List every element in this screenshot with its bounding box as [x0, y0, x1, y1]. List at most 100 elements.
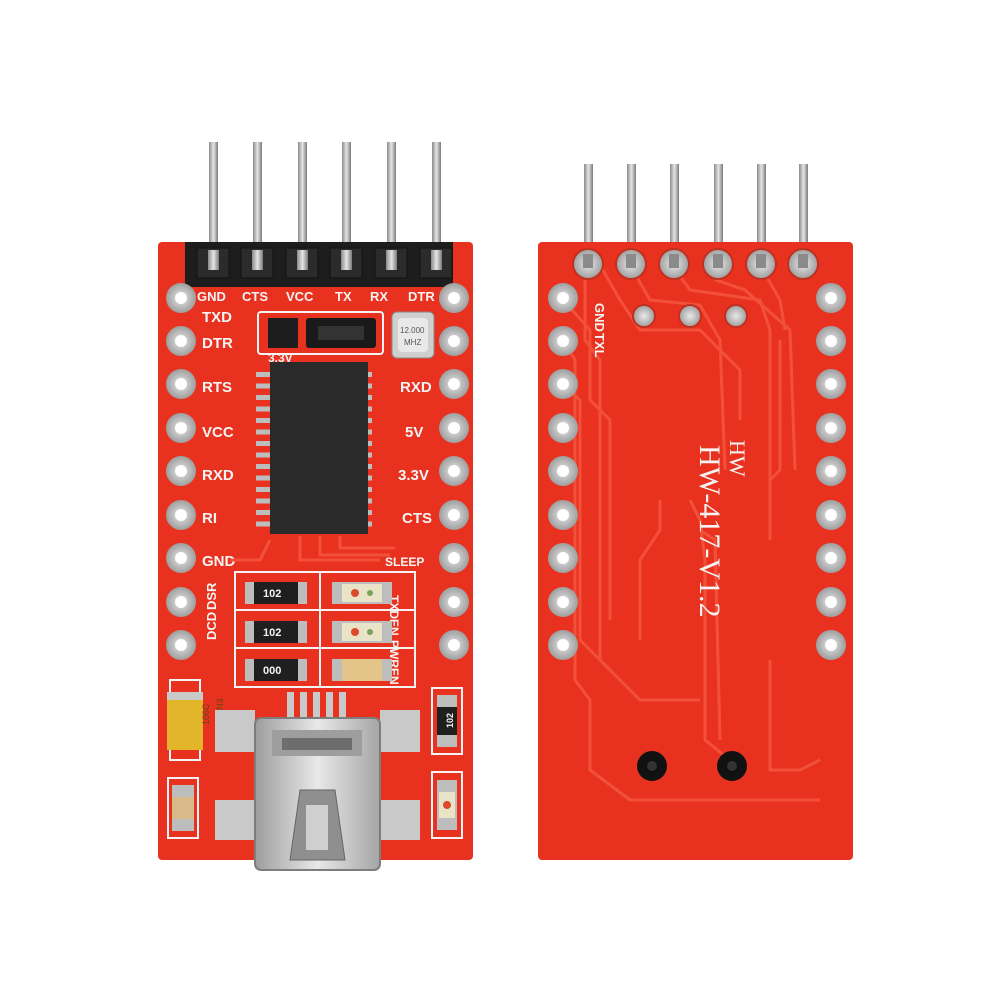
through-hole — [448, 552, 460, 564]
front-left-pads — [166, 283, 196, 660]
through-hole — [175, 639, 187, 651]
through-hole — [825, 292, 837, 304]
through-hole — [448, 509, 460, 521]
left-pin-label: RI — [202, 510, 217, 527]
through-hole — [175, 422, 187, 434]
back-label-txl: TXL — [592, 333, 607, 358]
header-label: DTR — [408, 289, 435, 304]
through-hole — [825, 422, 837, 434]
header-pin-base — [341, 250, 352, 270]
resistor-code: 000 — [263, 665, 281, 677]
header-pin — [757, 164, 766, 264]
through-hole — [557, 509, 569, 521]
through-hole — [175, 335, 187, 347]
header-pin-stub — [626, 254, 636, 268]
through-hole — [557, 465, 569, 477]
header-pin-base — [431, 250, 442, 270]
left-pin-label: RXD — [202, 467, 234, 484]
header-label: CTS — [242, 289, 268, 304]
right-pin-label: SLEEP — [385, 555, 424, 569]
led-right — [431, 771, 463, 839]
usb-leg — [339, 692, 346, 722]
header-pin-stub — [798, 254, 808, 268]
through-hole — [825, 509, 837, 521]
header-pin — [253, 142, 262, 270]
through-hole — [175, 552, 187, 564]
left-pin-label: VCC — [202, 424, 234, 441]
header-pin — [387, 142, 396, 270]
through-hole — [557, 378, 569, 390]
front-left-labels: TXD DTR RTS VCC RXD RI GND DCD DSR — [202, 309, 236, 640]
through-hole — [448, 378, 460, 390]
left-pin-label: DTR — [202, 335, 233, 352]
header-pin-base — [208, 250, 219, 270]
through-hole — [175, 509, 187, 521]
back-board: GND TXL HW HW-417-V1.2 — [538, 164, 853, 860]
capacitor-small — [332, 659, 392, 681]
through-hole — [175, 596, 187, 608]
through-hole — [175, 378, 187, 390]
header-label: GND — [197, 289, 226, 304]
header-pin-base — [252, 250, 263, 270]
back-header-pins — [584, 164, 808, 264]
usb-mount-pad — [215, 800, 255, 840]
through-hole — [825, 465, 837, 477]
smd-resistor-right: 102 — [431, 687, 463, 755]
through-hole — [825, 596, 837, 608]
led — [332, 582, 392, 604]
resistor: 102 — [245, 621, 307, 643]
header-pin — [298, 142, 307, 270]
smd-resistor-bottom-left — [167, 777, 199, 839]
header-label: VCC — [286, 289, 314, 304]
header-pin — [670, 164, 679, 264]
header-pin-stub — [756, 254, 766, 268]
back-left-pads — [548, 283, 578, 660]
through-hole — [448, 335, 460, 347]
front-header-housing — [185, 242, 453, 287]
usb-leg — [300, 692, 307, 722]
usb-leg — [313, 692, 320, 722]
resistor-code: 102 — [263, 588, 281, 600]
back-traces — [561, 264, 821, 802]
header-pin — [627, 164, 636, 264]
voltage-jumper: 3.3V — [257, 311, 384, 365]
through-hole — [448, 465, 460, 477]
usb-leg — [326, 692, 333, 722]
right-pin-label: CTS — [402, 510, 432, 527]
back-chip-pads — [632, 304, 748, 328]
back-header-pads — [572, 248, 819, 280]
back-pcb — [538, 242, 853, 860]
through-hole — [175, 465, 187, 477]
back-label-gnd: GND — [592, 303, 607, 332]
crystal-oscillator: 12.000 MHZ — [391, 311, 435, 359]
usb-leg — [287, 692, 294, 722]
brand-label: HW — [725, 440, 750, 477]
right-pin-label: 3.3V — [398, 467, 429, 484]
header-pin — [584, 164, 593, 264]
jumper-label: 3.3V — [268, 351, 293, 365]
through-hole — [557, 422, 569, 434]
header-pin-stub — [713, 254, 723, 268]
header-pin — [342, 142, 351, 270]
usb-mount-pad — [380, 710, 420, 752]
through-hole — [825, 378, 837, 390]
front-pcb — [158, 242, 473, 860]
right-pin-label: RXD — [400, 379, 432, 396]
through-hole — [557, 552, 569, 564]
left-pin-label: RTS — [202, 379, 232, 396]
crystal-frequency: 12.000 — [400, 326, 425, 335]
through-hole — [448, 422, 460, 434]
left-pin-label: DCD — [204, 612, 219, 640]
through-hole — [825, 335, 837, 347]
smd-components: 102 102 000 — [234, 571, 416, 688]
resistor-code: 102 — [263, 627, 281, 639]
resistor-code: 102 — [445, 713, 455, 728]
left-pin-label: DSR — [204, 582, 219, 610]
front-header-pins — [209, 142, 441, 270]
front-right-pads — [439, 283, 469, 660]
header-pin-base — [297, 250, 308, 270]
resistor: 102 — [245, 582, 307, 604]
through-hole — [448, 292, 460, 304]
left-pin-label: TXD — [202, 309, 232, 326]
